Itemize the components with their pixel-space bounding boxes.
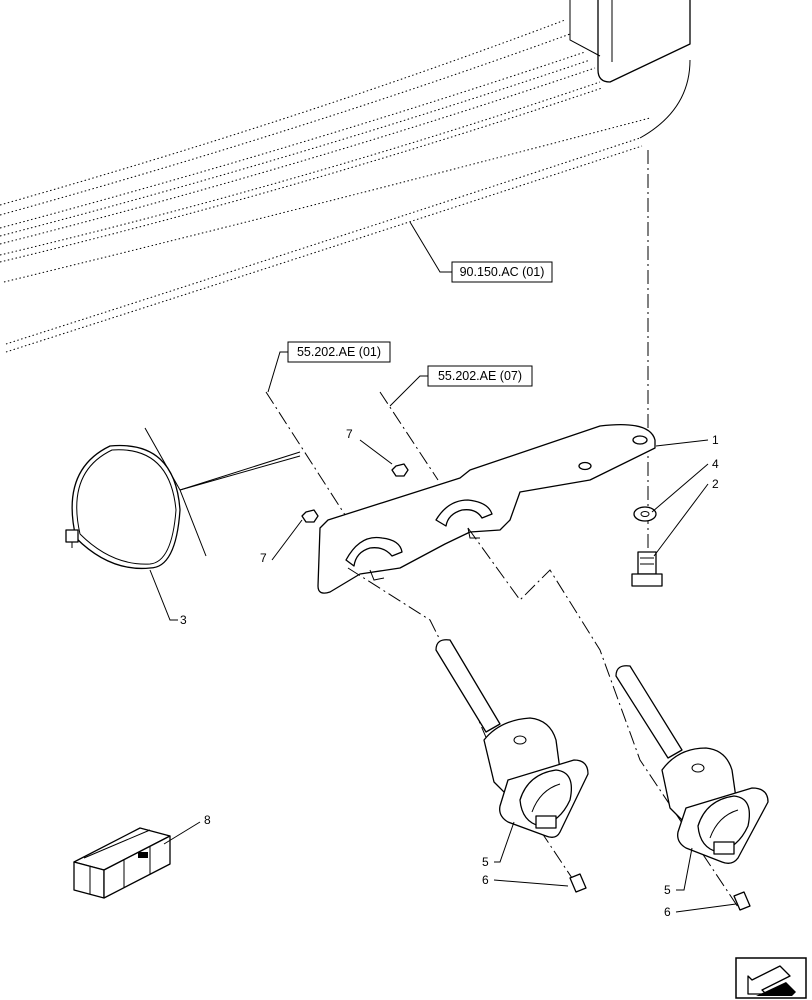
bracket-ref-right-box[interactable]: 55.202.AE (07)	[427, 365, 533, 387]
cable-tie	[65, 444, 181, 570]
bolt	[631, 551, 663, 587]
callout-nut-top: 7	[346, 427, 353, 441]
callout-kit: 8	[204, 813, 211, 827]
frame-ref-label: 90.150.AC (01)	[460, 265, 545, 279]
washer	[633, 506, 657, 522]
bracket-ref-left-leader	[267, 351, 288, 393]
callout-bracket: 1	[712, 433, 719, 447]
screw-left	[569, 873, 587, 893]
bracket-ref-left-label: 55.202.AE (01)	[297, 345, 381, 359]
callout-screw-right: 6	[664, 905, 671, 919]
callout-socket-right: 5	[664, 883, 671, 897]
crate-icon	[73, 827, 171, 899]
bracket-centerline-left	[265, 391, 357, 533]
callout-leaders	[149, 439, 737, 913]
socket-right-centerline	[467, 527, 741, 911]
frame-ref-box[interactable]: 90.150.AC (01)	[451, 261, 553, 283]
mounting-bracket	[317, 423, 656, 594]
cab-frame-outline	[0, 0, 691, 353]
callout-socket-left: 5	[482, 855, 489, 869]
callout-nut-left: 7	[260, 551, 267, 565]
bracket-ref-right-leader	[389, 375, 428, 407]
frame-ref-leader	[409, 221, 452, 273]
nut-left	[301, 509, 319, 523]
callout-washer: 4	[712, 457, 719, 471]
bracket-ref-right-label: 55.202.AE (07)	[438, 369, 522, 383]
socket-left	[435, 639, 589, 838]
bracket-ref-left-box[interactable]: 55.202.AE (01)	[287, 341, 391, 363]
callout-bolt: 2	[712, 477, 719, 491]
callout-screw-left: 6	[482, 873, 489, 887]
bracket-centerline-right	[379, 391, 439, 481]
screw-right	[733, 891, 751, 911]
previous-view-arrow-icon[interactable]	[735, 957, 807, 999]
cable-tie-location-bracket	[144, 427, 207, 557]
socket-right	[615, 665, 769, 864]
nut-top	[391, 463, 409, 477]
callout-cable-tie: 3	[180, 613, 187, 627]
